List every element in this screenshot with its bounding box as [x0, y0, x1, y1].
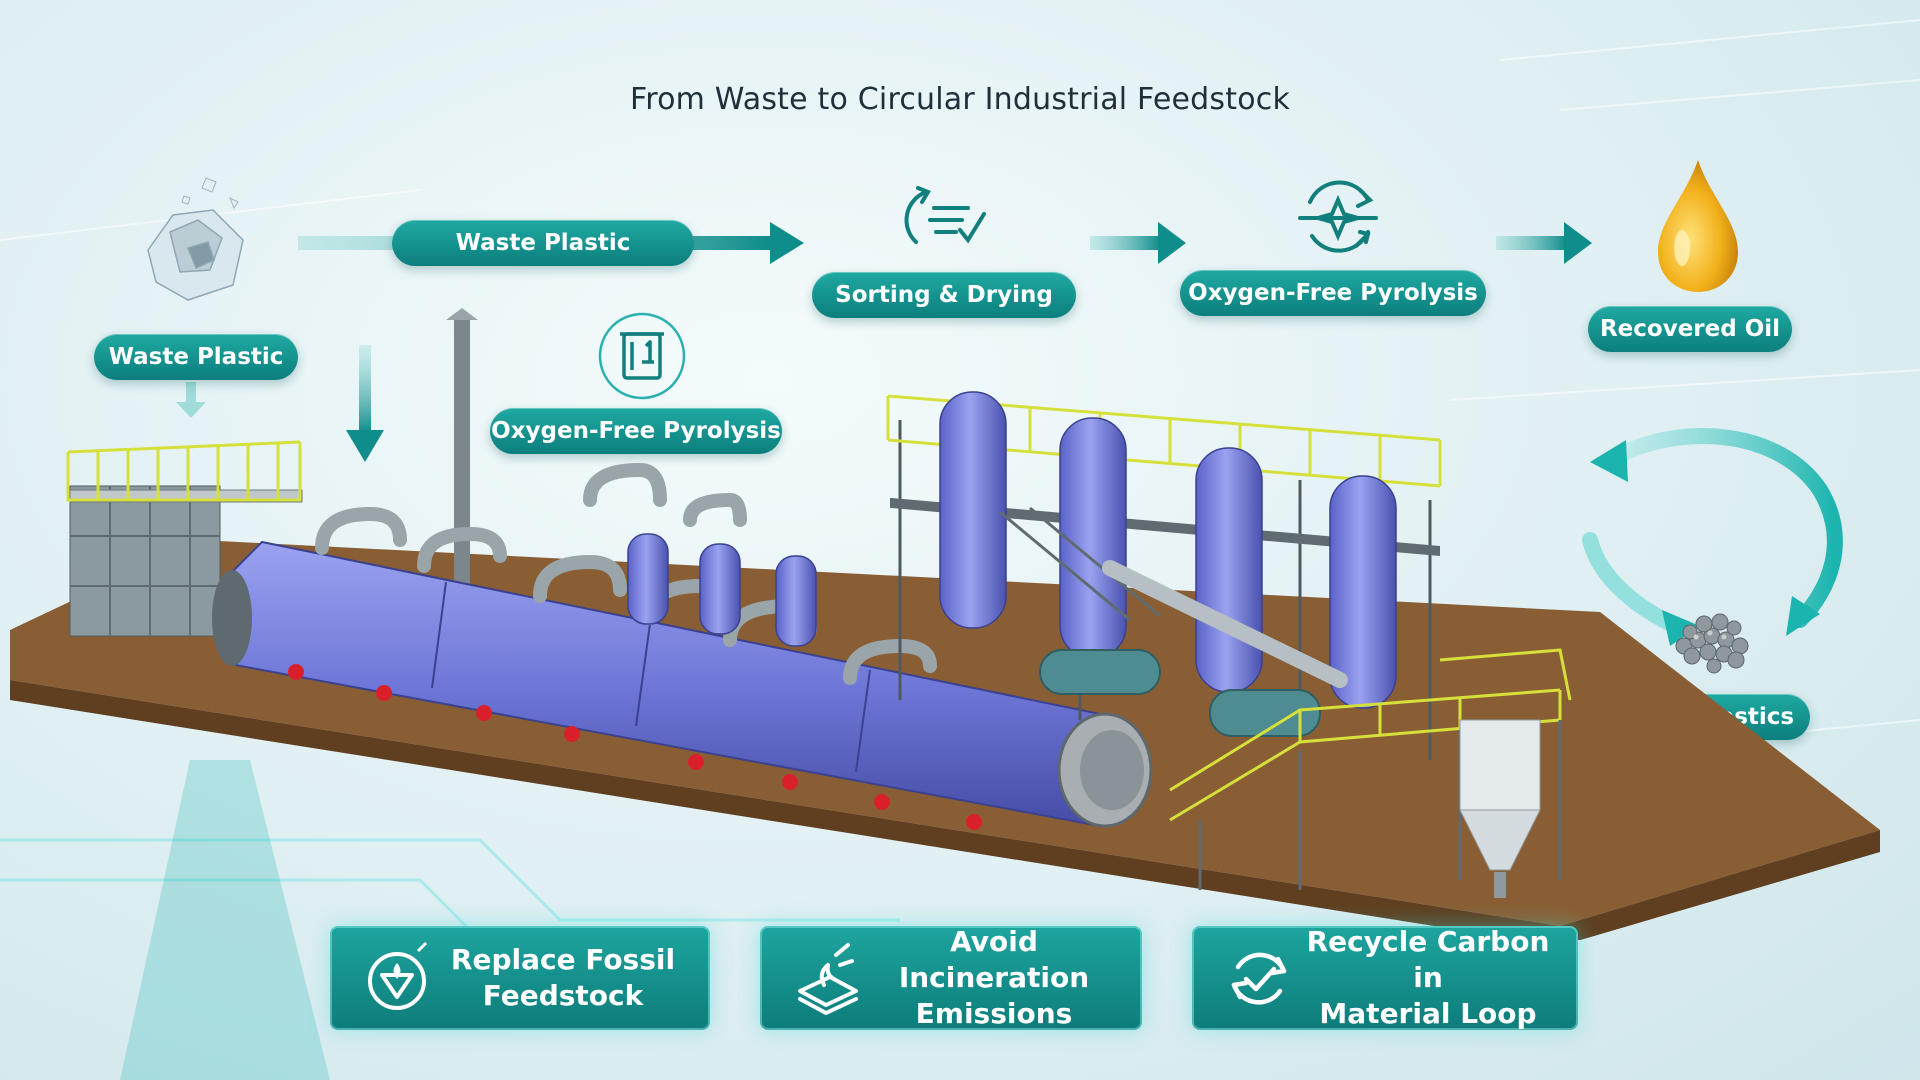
circular-arrows-icon [1582, 428, 1843, 646]
oxygen-free-pyrolysis-mid-label: Oxygen-Free Pyrolysis [490, 408, 782, 454]
benefit-card-recycle-carbon: Recycle Carbon in Material Loop [1192, 925, 1578, 1030]
plastic-pellets-icon [1675, 613, 1749, 674]
pyrolysis-plant-illustration [10, 308, 1880, 940]
benefit-text-avoid-incineration: Avoid Incineration Emissions [898, 925, 1090, 1030]
fossil-replace-icon [368, 941, 428, 1010]
benefit-card-replace-fossil: Replace Fossil Feedstock [330, 926, 710, 1030]
oxygen-free-pyrolysis-label: Oxygen-Free Pyrolysis [1180, 270, 1486, 316]
benefit-text-replace-fossil: Replace Fossil Feedstock [450, 943, 676, 1012]
reactor-icon [598, 312, 686, 400]
emissions-icon [798, 943, 858, 1015]
oil-drop-icon [1658, 160, 1738, 292]
waste-plastic-label: Waste Plastic [94, 334, 298, 380]
recovered-oil-label: Recovered Oil [1588, 306, 1792, 352]
recycle-check-icon [1231, 952, 1287, 1005]
benefit-card-avoid-incineration: Avoid Incineration Emissions [760, 925, 1142, 1030]
waste-plastic-flow-label: Waste Plastic [392, 220, 694, 266]
sorting-drying-label: Sorting & Drying [812, 272, 1076, 318]
sorting-icon [904, 186, 986, 244]
benefit-text-recycle-carbon: Recycle Carbon in Material Loop [1306, 925, 1550, 1030]
page-title: From Waste to Circular Industrial Feedst… [629, 82, 1291, 117]
pyrolysis-icon [1298, 180, 1378, 253]
plastic-waste-icon [147, 177, 244, 301]
